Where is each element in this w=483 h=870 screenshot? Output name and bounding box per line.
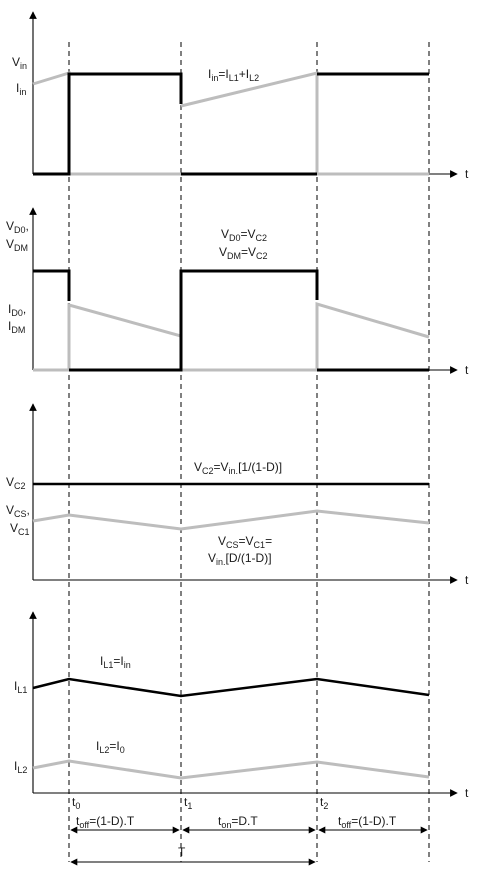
annotation-il1-eq: IL1=Iin [100, 654, 131, 670]
interval-label-toff-1: toff=(1-D).T [76, 814, 135, 830]
label-vin: Vin [12, 55, 27, 71]
annotation-vd0-eq: VD0=VC2 [221, 227, 267, 243]
diode-current-waveform [33, 301, 430, 372]
label-vc1: VC1 [10, 521, 30, 537]
panel-4-x-axis-label: t [465, 786, 469, 800]
panel-capacitor: t VC2 VCS, VC1 VC2=Vin.[1/(1-D)] VCS=VC1… [6, 403, 469, 587]
label-id0: ID0, [8, 302, 26, 318]
label-idm: IDM [8, 319, 25, 335]
label-vcs: VCS, [6, 503, 30, 519]
diode-voltage-waveform [33, 269, 429, 372]
annotation-vcs-eq-cont: Vin.[D/(1-D)] [208, 551, 272, 567]
label-t1: t1 [184, 795, 192, 811]
il2-waveform [32, 759, 430, 780]
time-marker-dashed-lines [68, 42, 430, 862]
il1-waveform [32, 677, 430, 698]
interval-label-ton: ton=D.T [218, 814, 258, 830]
label-vd0: VD0, [6, 219, 29, 235]
panel-1-x-axis-label: t [465, 167, 469, 181]
label-il1: IL1 [14, 679, 27, 695]
panel-3-x-axis-label: t [465, 573, 469, 587]
switch-voltage-waveform [33, 72, 429, 176]
panel-inductor: t IL1 IL2 IL1=Iin IL2=I0 [14, 611, 469, 800]
label-iin: Iin [16, 81, 26, 97]
period-label: T [178, 845, 186, 859]
panel-input: t Vin Iin Iin=IL1+IL2 [12, 11, 469, 181]
label-il2: IL2 [14, 759, 27, 775]
label-t2: t2 [320, 795, 328, 811]
input-current-waveform [32, 70, 429, 176]
annotation-il2-eq: IL2=I0 [96, 739, 125, 755]
time-markers: t0 t1 t2 [72, 795, 328, 811]
interval-dimensions: toff=(1-D).T ton=D.T toff=(1-D).T T [70, 814, 428, 866]
panel-diode: t VD0, VDM ID0, IDM VD0=VC2 VDM=VC2 [6, 207, 469, 377]
annotation-vc2-eq: VC2=Vin.[1/(1-D)] [194, 460, 282, 476]
vcs-vc1-waveform [32, 509, 430, 531]
label-vc2: VC2 [6, 475, 26, 491]
annotation-iin-sum: Iin=IL1+IL2 [208, 67, 259, 83]
label-vdm: VDM [6, 237, 28, 253]
annotation-vcs-eq: VCS=VC1= [218, 534, 272, 550]
panel-2-x-axis-label: t [465, 363, 469, 377]
interval-label-toff-2: toff=(1-D).T [338, 814, 397, 830]
label-t0: t0 [72, 795, 80, 811]
annotation-vdm-eq: VDM=VC2 [219, 245, 268, 261]
